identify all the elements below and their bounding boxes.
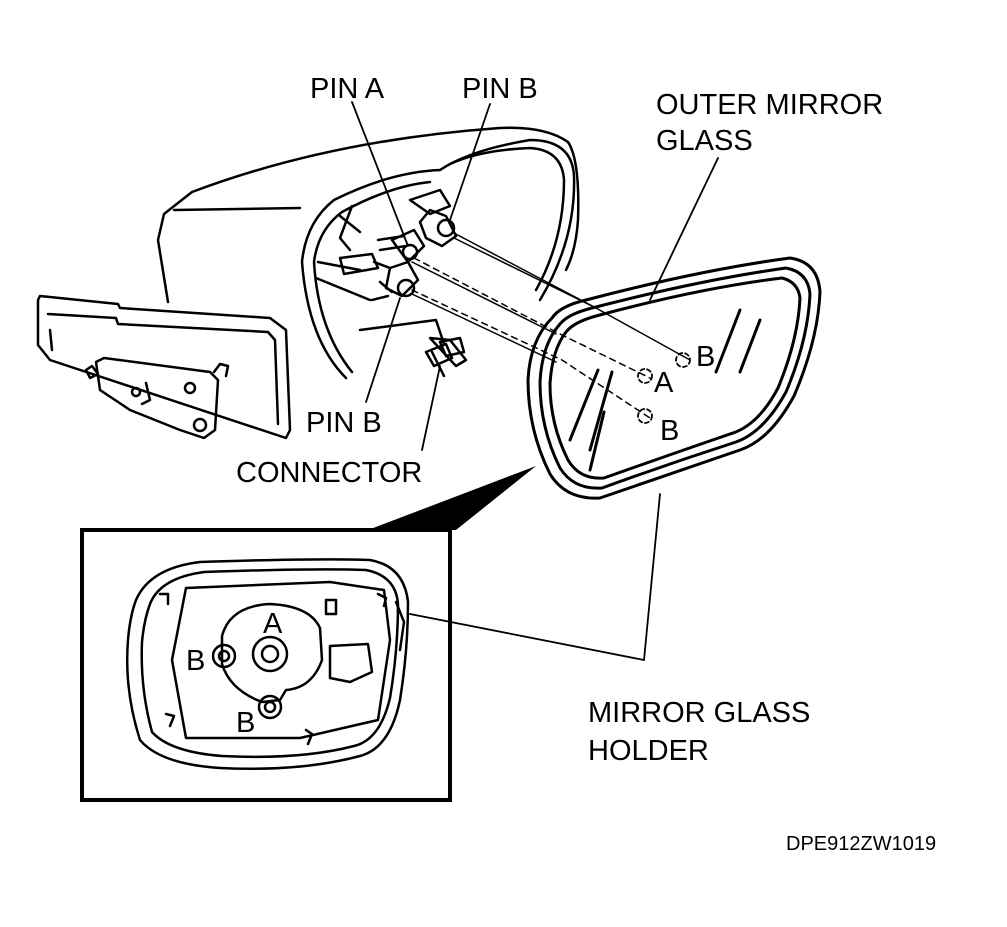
label-mirror-glass-holder-1: MIRROR GLASS — [588, 697, 810, 729]
detail-frame — [80, 528, 452, 802]
projection-lines — [411, 231, 691, 419]
pins — [396, 218, 456, 298]
callout-pointer — [368, 466, 536, 530]
detail-label-b-lower: B — [236, 707, 255, 739]
leader-holder-1 — [643, 493, 661, 661]
label-mirror-glass-holder-2: HOLDER — [588, 735, 709, 767]
leader-pin-b-top — [449, 103, 491, 221]
detail-label-b-left: B — [186, 645, 205, 677]
label-pin-b-top: PIN B — [462, 73, 538, 105]
glass-label-b-upper: B — [696, 341, 715, 373]
leader-connector — [421, 365, 441, 451]
glass-label-b-lower: B — [660, 415, 679, 447]
glass-pin-b-lower-marker — [637, 408, 653, 424]
label-connector: CONNECTOR — [236, 457, 422, 489]
detail-inset: A B B — [80, 528, 452, 802]
glass-label-a: A — [654, 367, 674, 399]
figure-code: DPE912ZW1019 — [786, 833, 936, 855]
detail-pin-a-inner — [260, 644, 280, 664]
mounting-bracket — [36, 294, 292, 440]
leader-pin-a — [351, 101, 409, 247]
label-pin-b-lower: PIN B — [306, 407, 382, 439]
detail-pin-a-outer — [251, 635, 289, 673]
label-pin-a: PIN A — [310, 73, 385, 105]
pin-a — [401, 243, 419, 261]
detail-pin-b-lower-inner — [263, 700, 277, 714]
detail-pin-b-lower-outer — [257, 694, 283, 720]
label-outer-mirror-glass-1: OUTER MIRROR — [656, 89, 883, 121]
glass-pin-a-marker — [637, 368, 653, 384]
outer-mirror-glass — [526, 256, 822, 500]
glass-pin-markers — [637, 352, 691, 424]
glass-pin-b-upper-marker — [675, 352, 691, 368]
label-outer-mirror-glass-2: GLASS — [656, 125, 753, 157]
pin-b-top — [436, 218, 456, 238]
mirror-housing — [156, 126, 580, 380]
leader-outer-glass — [649, 157, 719, 301]
detail-label-a: A — [263, 608, 283, 640]
connector — [424, 336, 466, 368]
leader-pin-b-lower — [365, 297, 401, 403]
pin-b-lower — [396, 278, 416, 298]
detail-pin-b-left-inner — [217, 649, 231, 663]
detail-pin-b-left-outer — [211, 643, 237, 669]
leader-holder-2 — [409, 613, 645, 661]
